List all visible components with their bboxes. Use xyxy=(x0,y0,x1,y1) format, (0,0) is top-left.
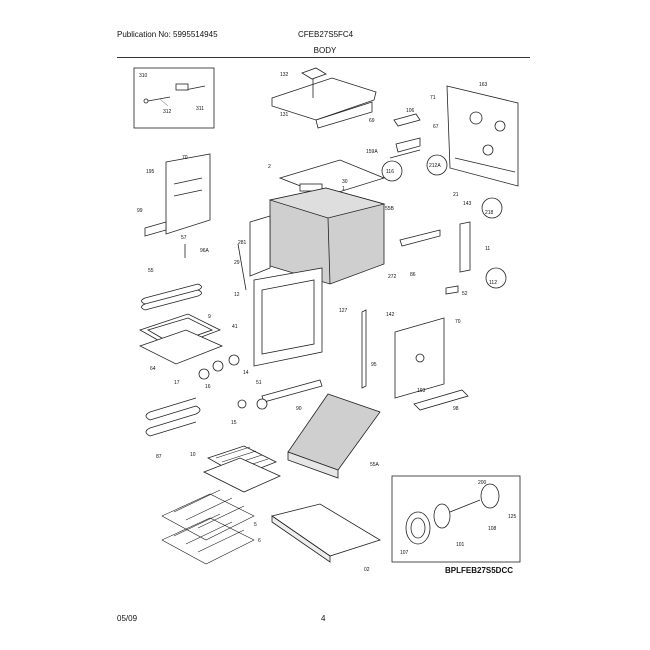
callout-163: 163 xyxy=(479,82,488,88)
callout-310: 310 xyxy=(139,73,148,79)
callout-193: 193 xyxy=(417,388,426,394)
callout-195: 195 xyxy=(146,169,155,175)
callout-96a: 96A xyxy=(200,248,210,254)
callout-21: 21 xyxy=(453,192,459,198)
broil-element: 55 xyxy=(141,268,202,311)
callout-12: 12 xyxy=(234,292,240,298)
callout-71: 71 xyxy=(430,95,436,101)
callout-55: 55 xyxy=(148,268,154,274)
callout-98: 98 xyxy=(453,406,459,412)
callout-272: 272 xyxy=(388,274,397,280)
lower-hardware: 64 17 16 14 51 15 90 95 xyxy=(150,309,377,426)
callout-29: 29 xyxy=(234,260,240,266)
callout-15: 15 xyxy=(231,420,237,426)
callout-101: 101 xyxy=(456,542,465,548)
rear-panel: 163 71 67 xyxy=(430,82,519,187)
callout-159a: 159A xyxy=(366,149,378,155)
rear-brackets: 106 159A xyxy=(366,108,421,159)
bake-element: 87 xyxy=(145,397,201,460)
oven-bottom: 55A xyxy=(287,393,381,479)
drawing-code: BPLFEB27S5DCC xyxy=(445,566,514,575)
callout-57: 57 xyxy=(181,235,187,241)
callout-200: 200 xyxy=(478,480,487,486)
callout-95: 95 xyxy=(371,362,377,368)
callout-9: 9 xyxy=(208,314,211,320)
right-side-panel: 70 193 98 xyxy=(394,317,469,412)
callout-41: 41 xyxy=(232,324,238,330)
callout-106: 106 xyxy=(406,108,415,114)
publication-number: Publication No: 5995514945 xyxy=(117,30,218,39)
callout-16: 16 xyxy=(205,384,211,390)
callout-1: 1 xyxy=(342,186,345,192)
callout-67: 67 xyxy=(433,124,439,130)
callout-17: 17 xyxy=(174,380,180,386)
callout-218: 218 xyxy=(485,210,494,216)
callout-14: 14 xyxy=(243,370,249,376)
callout-52: 52 xyxy=(462,291,468,297)
callout-99: 99 xyxy=(137,208,143,214)
left-hardware: 57 96A 29 12 xyxy=(181,235,247,298)
callout-70-right: 70 xyxy=(455,319,461,325)
callout-125: 125 xyxy=(508,514,517,520)
callout-30: 30 xyxy=(342,179,348,185)
broil-pan-grid: 10 xyxy=(190,445,281,493)
callout-5: 5 xyxy=(254,522,257,528)
door-frame: 41 127 142 xyxy=(232,267,395,367)
right-brackets: 272 86 52 11 xyxy=(388,221,490,297)
callout-142: 142 xyxy=(386,312,395,318)
callout-107: 107 xyxy=(400,550,409,556)
callout-212a: 212A xyxy=(429,163,441,169)
callout-90: 90 xyxy=(296,406,302,412)
inset-box-310: 310 312 311 xyxy=(133,67,215,129)
oven-cavity: 55B 281 xyxy=(238,187,395,285)
model-number: CFEB27S5FC4 xyxy=(298,30,354,39)
broiler-tray: 9 xyxy=(138,313,224,365)
callout-131: 131 xyxy=(280,112,289,118)
callout-69: 69 xyxy=(369,118,375,124)
callout-11: 11 xyxy=(485,246,490,252)
oven-racks: 5 6 xyxy=(161,489,261,565)
callout-116: 116 xyxy=(386,169,394,175)
callout-127: 127 xyxy=(339,308,348,314)
callout-70-left: 70 xyxy=(182,155,188,161)
callout-02: 02 xyxy=(364,567,370,573)
callout-6: 6 xyxy=(258,538,261,544)
left-side-panel: 70 195 99 xyxy=(137,153,211,237)
drawer-tray: 02 xyxy=(271,503,381,573)
callout-132: 132 xyxy=(280,72,289,78)
callout-143: 143 xyxy=(463,201,472,207)
callout-311: 311 xyxy=(196,106,204,112)
callout-108: 108 xyxy=(488,526,497,532)
callout-87: 87 xyxy=(156,454,162,460)
publication-date: 05/09 xyxy=(117,614,138,623)
callout-312: 312 xyxy=(163,109,172,115)
callout-2: 2 xyxy=(268,164,271,170)
header-rule xyxy=(117,57,530,58)
callout-64: 64 xyxy=(150,366,156,372)
callout-55b: 55B xyxy=(385,206,395,212)
callout-51: 51 xyxy=(256,380,262,386)
page-number: 4 xyxy=(321,614,326,623)
callout-86: 86 xyxy=(410,272,416,278)
convection-inset: 107 101 108 125 200 xyxy=(391,475,521,563)
callout-281: 281 xyxy=(238,240,247,246)
top-vent-assembly: 132 131 69 xyxy=(271,67,377,129)
callout-112: 112 xyxy=(489,280,497,286)
circled-details: 116 212A 218 112 21 143 xyxy=(381,154,507,289)
callout-10: 10 xyxy=(190,452,196,458)
callout-55a: 55A xyxy=(370,462,380,468)
section-title: BODY xyxy=(313,46,337,55)
